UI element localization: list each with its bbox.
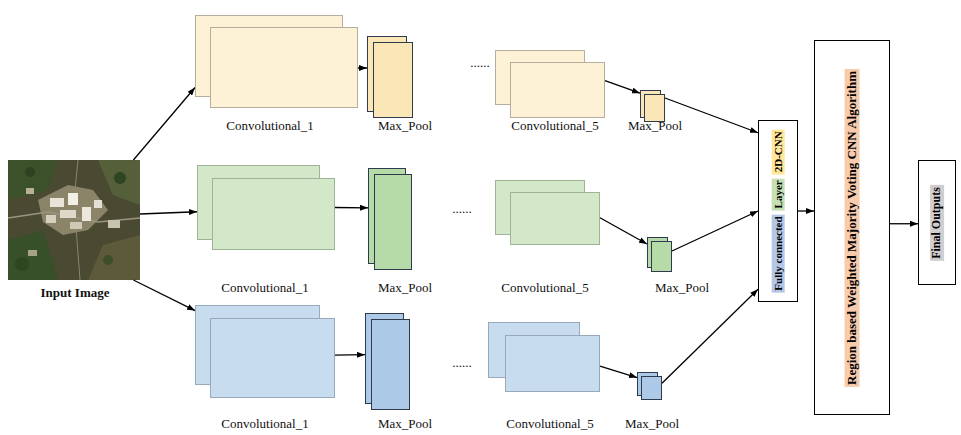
layer-label: Convolutional_5 [511, 119, 598, 133]
layer-label: Convolutional_1 [221, 417, 308, 431]
building-patch [108, 220, 120, 228]
feature-map-sheet [510, 62, 605, 118]
feature-map-sheet [374, 174, 412, 270]
feature-map-sheet [210, 27, 358, 108]
soil-patch [88, 235, 140, 280]
flow-arrow [358, 67, 367, 68]
ellipsis-label: ...... [470, 56, 490, 70]
feature-map-sheet [651, 241, 672, 272]
satellite-image [8, 160, 140, 280]
rotated-text-group: Final Outputs [930, 183, 944, 263]
pool-layer: Max_Pool [365, 313, 410, 410]
feature-map-sheet [510, 192, 600, 245]
flow-arrow [605, 81, 640, 94]
building-patch [60, 210, 76, 218]
conv-layer: Convolutional_5 [495, 180, 600, 245]
vegetation-patch [98, 160, 140, 205]
flow-arrow [662, 289, 758, 383]
pool-layer: Max_Pool [368, 168, 412, 270]
layer-label: Max_Pool [655, 281, 709, 295]
layer-label: Convolutional_1 [221, 281, 308, 295]
conv-layer: Convolutional_5 [495, 50, 605, 118]
layer-label: Convolutional_5 [506, 417, 593, 431]
building-patch [46, 215, 56, 223]
flow-arrow [600, 218, 647, 244]
flow-arrow [798, 210, 814, 211]
layer-label: Max_Pool [378, 417, 432, 431]
flow-arrow [140, 212, 197, 214]
conv-layer: Convolutional_1 [195, 15, 358, 108]
flow-arrow [600, 366, 637, 378]
flow-arrow [133, 280, 195, 311]
layer-label: Max_Pool [378, 119, 432, 133]
process-box: Region based Weighted Majority Voting CN… [814, 40, 890, 415]
image-caption: Input Image [41, 286, 110, 300]
tree-cluster [15, 257, 29, 271]
vegetation-patch [8, 230, 58, 280]
pool-layer: Max_Pool [647, 237, 672, 272]
box-title: Region based Weighted Majority Voting CN… [845, 69, 860, 387]
box-title: 2D-CNN [772, 129, 785, 174]
box-title: Layer [772, 178, 785, 210]
building-patch [82, 207, 91, 221]
building-patch [28, 250, 37, 256]
pool-layer: Max_Pool [640, 90, 665, 122]
pool-layer: Max_Pool [367, 36, 413, 118]
conv-layer: Convolutional_5 [488, 322, 600, 392]
building-patch [50, 198, 64, 207]
pool-layer: Max_Pool [637, 372, 662, 400]
box-title: Final Outputs [930, 185, 944, 261]
tree-cluster [103, 255, 113, 265]
layer-label: Max_Pool [628, 119, 682, 133]
layer-label: Convolutional_5 [501, 281, 588, 295]
feature-map-sheet [210, 318, 335, 398]
ellipsis-label: ...... [452, 356, 472, 370]
layer-label: Convolutional_1 [226, 119, 313, 133]
flow-arrow [890, 223, 918, 224]
image-ground [8, 160, 140, 280]
flow-arrow [335, 207, 368, 209]
layer-label: Max_Pool [378, 281, 432, 295]
process-box: Fully connected Layer 2D-CNN [758, 120, 798, 302]
building-patch [68, 193, 78, 205]
tree-cluster [114, 172, 126, 184]
ellipsis-label: ...... [452, 202, 472, 216]
conv-layer: Convolutional_1 [197, 165, 335, 250]
building-patch [26, 188, 34, 194]
process-box: Final Outputs [918, 160, 956, 285]
conv-layer: Convolutional_1 [195, 305, 335, 398]
feature-map-sheet [505, 335, 600, 392]
tree-cluster [25, 167, 35, 177]
input-image: Input Image [8, 160, 140, 280]
urban-area [38, 185, 108, 235]
box-title: Fully connected [772, 214, 785, 292]
feature-map-sheet [644, 94, 665, 122]
building-patch [94, 200, 102, 208]
road [74, 160, 80, 280]
feature-map-sheet [212, 178, 335, 250]
feature-map-sheet [373, 42, 413, 118]
flow-arrow [335, 354, 365, 356]
rotated-text-group: Fully connected Layer 2D-CNN [772, 127, 785, 294]
layer-label: Max_Pool [625, 417, 679, 431]
feature-map-sheet [371, 319, 410, 410]
rotated-text-group: Region based Weighted Majority Voting CN… [845, 67, 860, 389]
flow-arrow [672, 211, 758, 251]
flow-arrow [133, 88, 195, 160]
building-patch [70, 222, 82, 229]
feature-map-sheet [641, 376, 662, 400]
